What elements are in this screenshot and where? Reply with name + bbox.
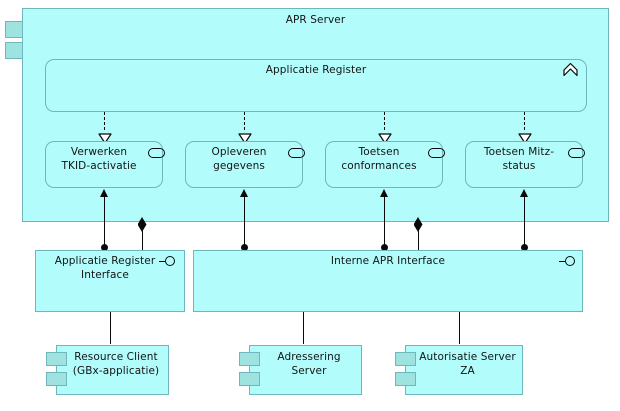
component-icon-tab-bottom-autorisatie-server bbox=[395, 372, 416, 386]
realization-line-1 bbox=[104, 112, 105, 130]
assembly-ball-4 bbox=[520, 244, 528, 251]
component-resource-client[interactable] bbox=[56, 345, 169, 395]
composition-diamond-2 bbox=[413, 217, 423, 232]
service-verwerken-tkid-activatie[interactable] bbox=[45, 141, 163, 188]
assembly-arrowhead-3 bbox=[379, 189, 388, 197]
assembly-arrowhead-1 bbox=[99, 189, 108, 197]
dependency-line-1 bbox=[110, 312, 111, 344]
interne-apr-interface[interactable] bbox=[193, 250, 583, 312]
assembly-arrowhead-2 bbox=[239, 189, 248, 197]
component-icon-tab-bottom-adressering-server bbox=[239, 372, 260, 386]
component-label-adressering-server: Adressering Server bbox=[277, 351, 341, 377]
lollipop-icon-2 bbox=[559, 256, 575, 268]
lollipop-icon-1 bbox=[159, 256, 175, 268]
composition-diamond-1 bbox=[137, 217, 147, 232]
service-toetsen-conformances[interactable] bbox=[325, 141, 443, 188]
service-oval-icon-1 bbox=[148, 148, 165, 158]
realization-arrowhead-4 bbox=[518, 129, 532, 144]
realization-line-3 bbox=[384, 112, 385, 130]
realization-arrowhead-2 bbox=[238, 129, 252, 144]
interne-apr-interface-label: Interne APR Interface bbox=[330, 255, 446, 267]
applicatie-register-function[interactable] bbox=[45, 59, 587, 112]
realization-line-4 bbox=[524, 112, 525, 130]
component-icon-tab-bottom-resource-client bbox=[46, 372, 67, 386]
component-icon-tab-top-adressering-server bbox=[239, 352, 260, 366]
applicatie-register-interface-label: Applicatie Register Interface bbox=[54, 255, 156, 281]
service-label-2: Opleveren gegevens bbox=[211, 146, 267, 172]
service-opleveren-gegevens[interactable] bbox=[185, 141, 303, 188]
component-icon-tab-top bbox=[5, 21, 23, 38]
dependency-line-3 bbox=[459, 312, 460, 344]
component-label-resource-client: Resource Client (GBx-applicatie) bbox=[72, 351, 160, 377]
assembly-line-2 bbox=[244, 196, 245, 250]
assembly-line-1 bbox=[104, 196, 105, 250]
composition-line-2 bbox=[418, 230, 419, 250]
service-oval-icon-3 bbox=[428, 148, 445, 158]
realization-arrowhead-3 bbox=[378, 129, 392, 144]
assembly-ball-1 bbox=[100, 244, 108, 251]
service-toetsen-mitz-status[interactable] bbox=[465, 141, 583, 188]
realization-line-2 bbox=[244, 112, 245, 130]
component-icon-tab-bottom bbox=[5, 42, 23, 59]
component-adressering-server[interactable] bbox=[249, 345, 362, 395]
dependency-line-2 bbox=[303, 312, 304, 344]
component-autorisatie-server-za[interactable] bbox=[405, 345, 523, 395]
assembly-ball-2 bbox=[240, 244, 248, 251]
composition-line-1 bbox=[142, 230, 143, 250]
service-oval-icon-2 bbox=[288, 148, 305, 158]
applicatie-register-label: Applicatie Register bbox=[265, 64, 367, 76]
service-label-4: Toetsen Mitz- status bbox=[483, 146, 555, 172]
applicatie-register-interface[interactable] bbox=[35, 250, 185, 312]
realization-arrowhead-1 bbox=[98, 129, 112, 144]
apr-server-label: APR Server bbox=[285, 14, 346, 26]
assembly-line-3 bbox=[384, 196, 385, 250]
service-oval-icon-4 bbox=[568, 148, 585, 158]
assembly-arrowhead-4 bbox=[519, 189, 528, 197]
assembly-line-4 bbox=[524, 196, 525, 250]
component-icon-tab-top-resource-client bbox=[46, 352, 67, 366]
function-chevron-icon bbox=[563, 62, 578, 77]
component-icon-tab-top-autorisatie-server bbox=[395, 352, 416, 366]
component-label-autorisatie-server-za: Autorisatie Server ZA bbox=[419, 351, 516, 377]
assembly-ball-3 bbox=[380, 244, 388, 251]
service-label-1: Verwerken TKID-activatie bbox=[61, 146, 137, 172]
service-label-3: Toetsen conformances bbox=[341, 146, 417, 172]
